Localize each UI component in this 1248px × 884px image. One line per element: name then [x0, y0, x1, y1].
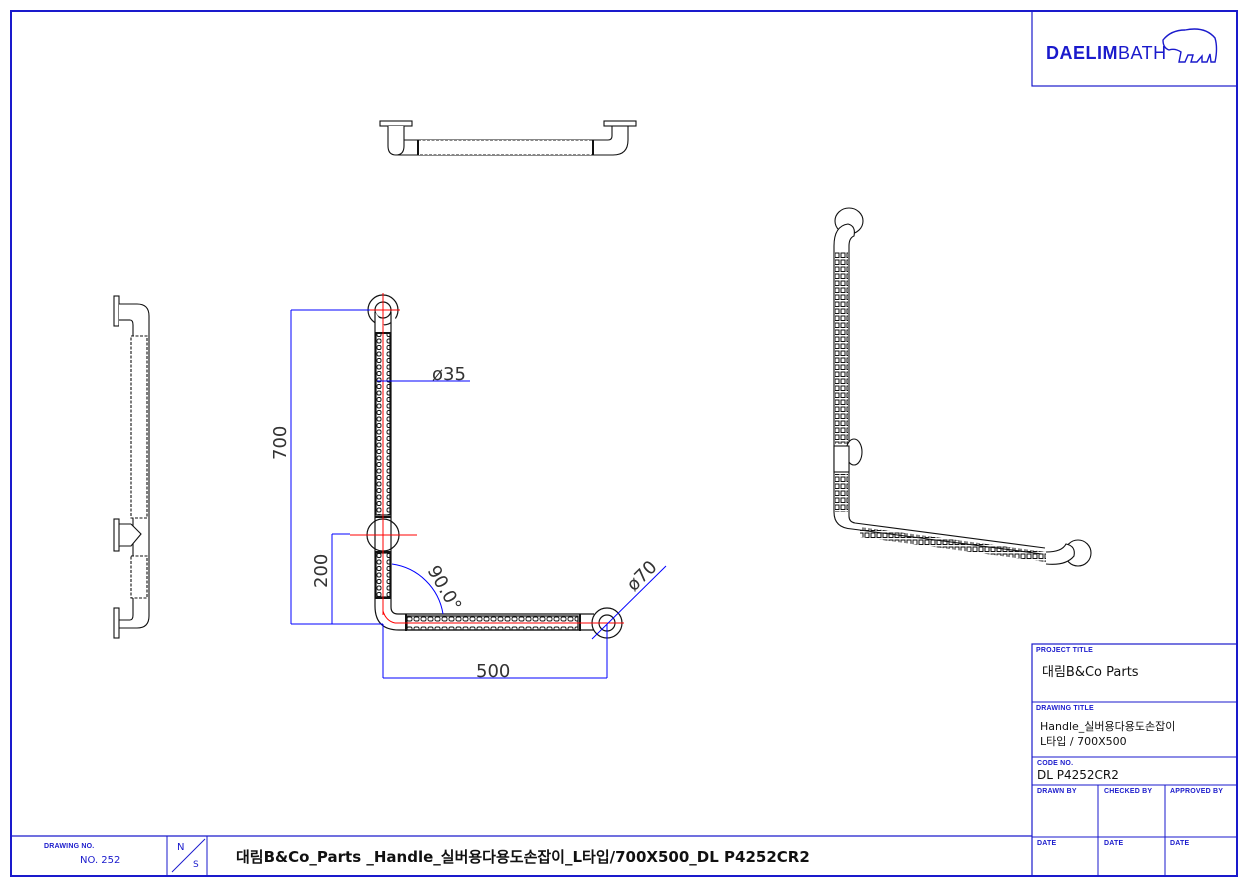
date-label-drawn: DATE [1037, 840, 1057, 847]
dimension-lines [290, 309, 667, 679]
dim-500: 500 [476, 661, 510, 682]
drawing-title-line1: Handle_실버용다용도손잡이 [1040, 720, 1176, 733]
scale-north: N [177, 842, 185, 853]
drawing-title-label: DRAWING TITLE [1036, 705, 1094, 712]
side-view [113, 295, 150, 639]
drawing-title-line2: L타입 / 700X500 [1040, 735, 1127, 748]
logo-text-daelim: DAELIM [1046, 43, 1118, 63]
company-logo: DAELIMBATH [1046, 43, 1167, 64]
top-view [379, 120, 637, 156]
dim-700: 700 [270, 426, 291, 460]
project-title: 대림B&Co Parts [1042, 665, 1139, 680]
drawing-no-label: DRAWING NO. [44, 843, 95, 850]
front-view [366, 294, 623, 639]
dim-pipe-diameter: ø35 [432, 364, 466, 385]
code-no: DL P4252CR2 [1037, 768, 1119, 782]
dim-flange-diameter: ø70 [623, 557, 662, 596]
approved-by-label: APPROVED BY [1170, 788, 1224, 795]
date-label-checked: DATE [1104, 840, 1124, 847]
drawing-no: NO. 252 [80, 855, 121, 866]
full-drawing-title: 대림B&Co_Parts _Handle_실버용다용도손잡이_L타입/700X5… [236, 848, 810, 866]
date-label-approved: DATE [1170, 840, 1190, 847]
frame [10, 10, 1238, 877]
code-no-label: CODE NO. [1037, 760, 1074, 767]
scale-south: S [193, 860, 199, 870]
isometric-view [833, 207, 1092, 567]
centerlines [350, 293, 624, 624]
logo-text-bath: BATH [1118, 43, 1167, 63]
drawn-by-label: DRAWN BY [1037, 788, 1077, 795]
checked-by-label: CHECKED BY [1104, 788, 1153, 795]
project-title-label: PROJECT TITLE [1036, 647, 1094, 654]
dim-200: 200 [311, 554, 332, 588]
polar-bear-logo-icon [1162, 28, 1218, 63]
